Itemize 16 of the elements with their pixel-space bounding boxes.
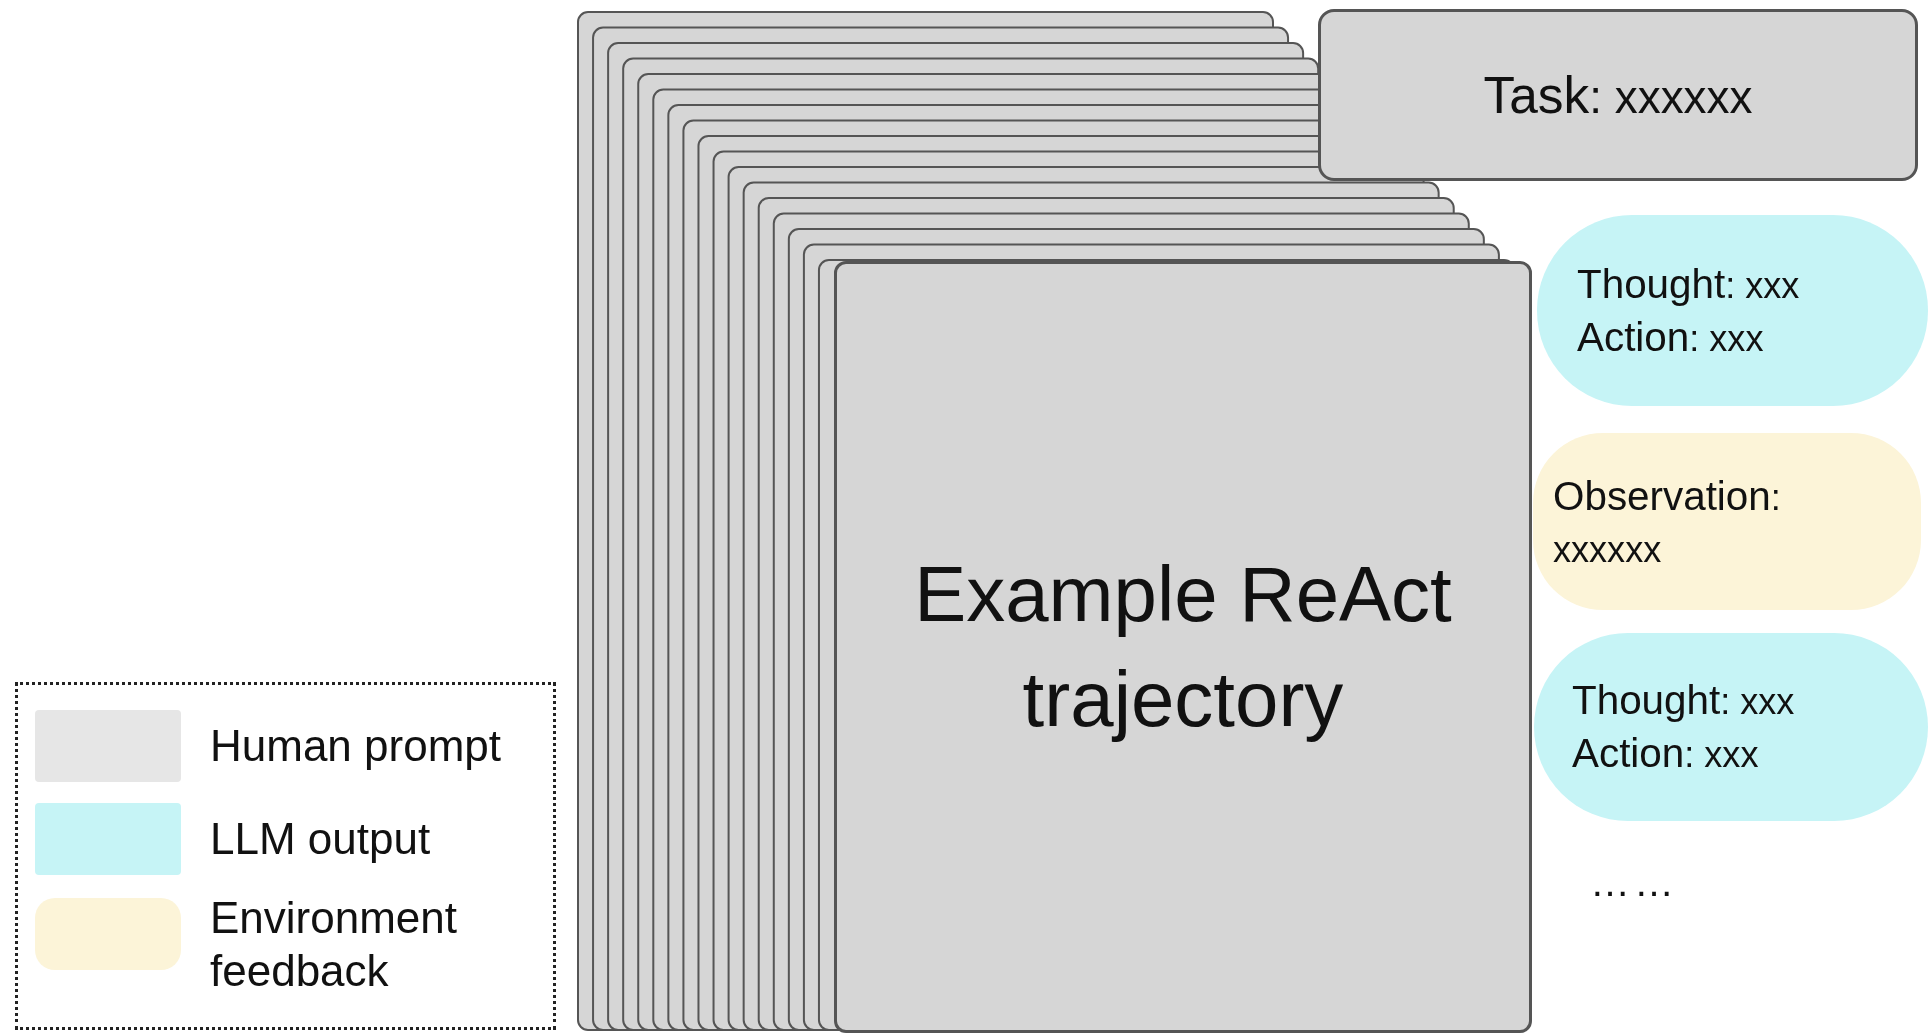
legend-label: LLM output — [210, 813, 432, 865]
node-text: Thought: xxx — [1577, 260, 1801, 309]
environment-feedback-pill — [1533, 433, 1921, 610]
task-box — [1318, 9, 1918, 181]
card-title: Example ReAct trajectory — [913, 548, 1453, 745]
node-text: Task: xxxxxx — [1483, 65, 1753, 125]
node-text: Observation: xxxxxx — [1553, 471, 1782, 572]
node-text: Action: xxx — [1577, 312, 1765, 362]
llm-output-pill — [1534, 633, 1928, 821]
legend-label: Environment feedback — [210, 892, 458, 997]
node-text: Action: xxx — [1572, 729, 1760, 778]
ellipsis-text: …… — [1590, 860, 1678, 905]
llm-output-pill — [1537, 215, 1928, 406]
node-text: Thought: xxx — [1572, 676, 1796, 726]
legend-label: Human prompt — [210, 720, 502, 772]
trajectory-card — [834, 261, 1532, 1033]
